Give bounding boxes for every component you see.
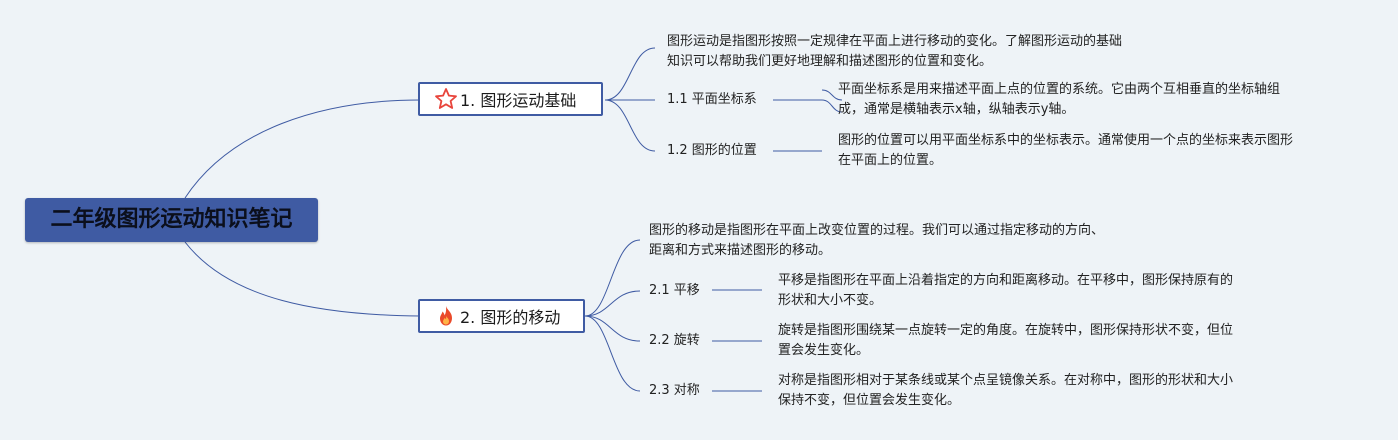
branch-topic-1-title: 1. 图形运动基础 [460,91,577,110]
connector-root-branch-1 [184,99,421,199]
branch-topic-2-title: 2. 图形的移动 [460,308,561,327]
connector-branch-1-summary [604,47,656,101]
connector-branch-2-child-2 [584,315,641,342]
connector-branch-2-child-3 [584,315,641,392]
branch-1-summary: 图形运动是指图形按照一定规律在平面上进行移动的变化。了解图形运动的基础 知识可以… [667,34,1123,69]
subtopic-1-1-label[interactable]: 1.1 平面坐标系 [667,92,757,107]
fire-icon [440,306,452,326]
root-topic-title: 二年级图形运动知识笔记 [50,207,293,232]
branch-topic-2[interactable]: 2. 图形的移动 [418,299,585,333]
connector-root-branch-2 [184,241,421,317]
branch-2-summary: 图形的移动是指图形在平面上改变位置的过程。我们可以通过指定移动的方向、 距离和方… [649,223,1105,258]
subtopic-2-3-label[interactable]: 2.3 对称 [649,383,700,398]
subtopic-1-2-desc: 图形的位置可以用平面坐标系中的坐标表示。通常使用一个点的坐标来表示图形 在平面上… [838,133,1294,168]
subtopic-1-2-label[interactable]: 1.2 图形的位置 [667,143,757,158]
connector-branch-2-child-1 [584,290,641,317]
star-icon [435,88,457,109]
subtopic-2-2-desc: 旋转是指图形围绕某一点旋转一定的角度。在旋转中，图形保持形状不变，但位 置会发生… [778,323,1234,358]
subtopic-2-1-label[interactable]: 2.1 平移 [649,283,700,298]
subtopic-2-3-desc: 对称是指图形相对于某条线或某个点呈镜像关系。在对称中，图形的形状和大小 保持不变… [778,373,1234,408]
subtopic-2-2-label[interactable]: 2.2 旋转 [649,333,700,348]
connector-branch-1-child-2 [604,99,656,152]
subtopic-1-1-desc: 平面坐标系是用来描述平面上点的位置的系统。它由两个互相垂直的坐标轴组 成，通常是… [838,82,1281,117]
connector-desc-1-1-bracket [821,89,843,113]
subtopic-2-1-desc: 平移是指图形在平面上沿着指定的方向和距离移动。在平移中，图形保持原有的 形状和大… [778,273,1234,308]
connector-branch-2-summary [584,239,641,317]
root-topic[interactable]: 二年级图形运动知识笔记 [25,198,318,242]
branch-topic-1[interactable]: 1. 图形运动基础 [418,82,603,116]
